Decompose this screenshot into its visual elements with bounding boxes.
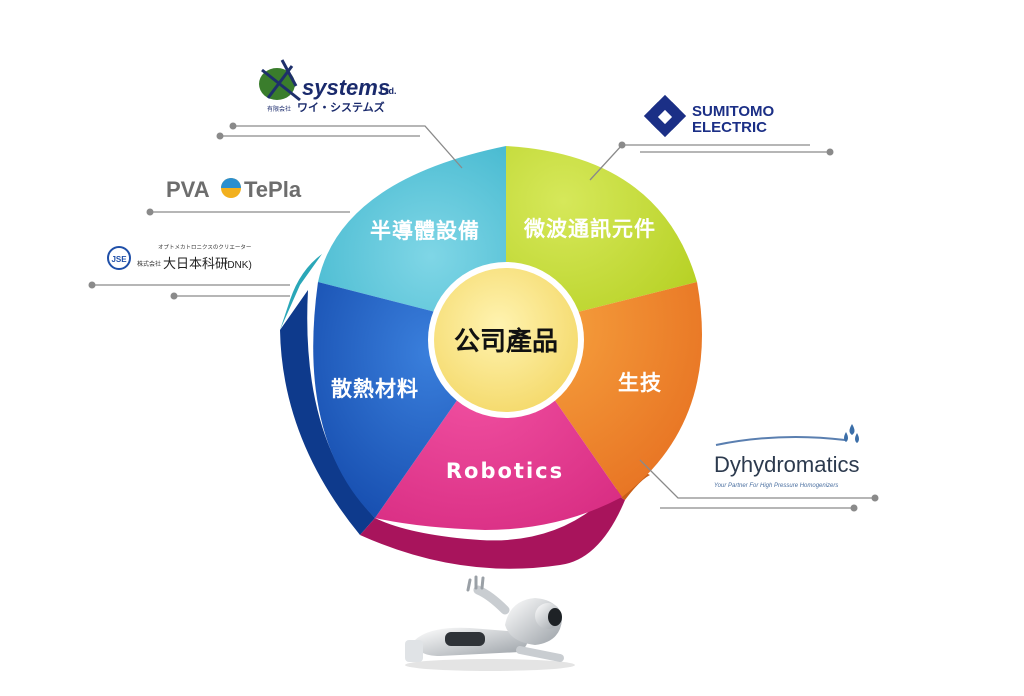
center-label: 公司產品 bbox=[454, 326, 558, 357]
label-semiconductor: 半導體設備 bbox=[370, 219, 480, 243]
sumitomo-line1: SUMITOMO bbox=[692, 103, 775, 120]
pva-left: PVA bbox=[166, 177, 210, 202]
dnk-tagline: オプトメカトロニクスのクリエーター bbox=[158, 243, 251, 251]
sumitomo-line2: ELECTRIC bbox=[692, 119, 767, 136]
segment-robotics[interactable] bbox=[375, 330, 622, 530]
pva-right: TePla bbox=[244, 177, 302, 202]
dnk-name: 大日本科研 bbox=[163, 256, 228, 271]
ysystems-logo[interactable]: systems Ltd. 有限会社 ワイ・システムズ bbox=[259, 59, 397, 114]
label-biotech: 生技 bbox=[618, 371, 662, 395]
pva-tepla-logo[interactable]: PVA TePla bbox=[166, 177, 302, 202]
ysystems-katakana: ワイ・システムズ bbox=[297, 100, 385, 114]
dnk-prefix: 株式会社 bbox=[137, 260, 161, 268]
sumitomo-mark-icon bbox=[643, 94, 687, 138]
robot-figure bbox=[405, 575, 575, 671]
label-thermal: 散熱材料 bbox=[331, 377, 419, 401]
dnk-abbr: (DNK) bbox=[224, 260, 252, 271]
dnk-badge: JSE bbox=[111, 255, 127, 264]
label-robotics: Robotics bbox=[446, 459, 564, 483]
ysystems-prefix: 有限会社 bbox=[267, 105, 291, 113]
leader-lines bbox=[88, 122, 879, 512]
sumitomo-logo[interactable]: SUMITOMO ELECTRIC bbox=[643, 94, 775, 138]
dyhydromatics-logo[interactable]: Dyhydromatics Your Partner For High Pres… bbox=[714, 424, 859, 489]
label-microwave: 微波通訊元件 bbox=[523, 217, 656, 241]
ysystems-name: systems bbox=[302, 75, 390, 100]
ysystems-suffix: Ltd. bbox=[380, 86, 397, 96]
dyhydromatics-tagline: Your Partner For High Pressure Homogeniz… bbox=[714, 483, 838, 489]
dyhydromatics-name: Dyhydromatics bbox=[714, 452, 859, 477]
water-drop-icon bbox=[844, 424, 859, 443]
dnk-logo[interactable]: JSE オプトメカトロニクスのクリエーター 株式会社 大日本科研 (DNK) bbox=[107, 243, 252, 271]
center-hub[interactable]: 公司產品 bbox=[428, 262, 584, 418]
